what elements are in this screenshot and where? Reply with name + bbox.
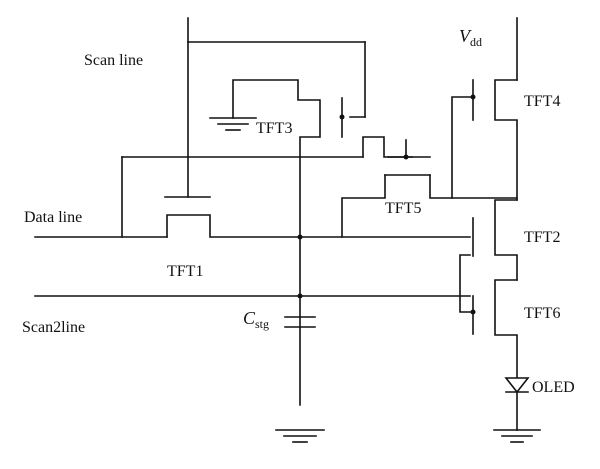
tft5-body [341, 174, 518, 238]
ground-symbol-cstg [275, 429, 325, 443]
tft6-channel [459, 254, 518, 379]
junction-tft6-gate [470, 309, 476, 315]
vdd-label: Vdd [459, 26, 482, 49]
tft1-label: TFT1 [167, 263, 203, 280]
tft5-label: TFT5 [385, 200, 421, 217]
junction-tft3-gate [339, 114, 345, 120]
upper-switch [362, 136, 431, 158]
cstg-label-main: C [243, 308, 256, 328]
data-line-wire [34, 156, 364, 238]
junction-upper-switch [403, 154, 409, 160]
tft6-label: TFT6 [524, 305, 560, 322]
ground-symbol-tft3 [209, 117, 257, 131]
scan-line-wire [187, 17, 366, 198]
tft4-channel [472, 79, 518, 201]
tft4-label: TFT4 [524, 93, 560, 110]
vdd-label-sub: dd [470, 35, 482, 49]
scan2-line-label: Scan2line [22, 319, 85, 336]
oled-label: OLED [532, 379, 575, 396]
tft2-channel [472, 199, 518, 281]
junction-tft4-gate [470, 94, 476, 100]
oled-diode [504, 377, 530, 431]
ground-symbol-oled [493, 429, 541, 443]
scan-line-label: Scan line [84, 52, 143, 69]
tft3-label: TFT3 [256, 120, 292, 137]
vdd-label-main: V [459, 26, 472, 46]
cstg-label-sub: stg [255, 317, 269, 331]
junction-cstg-top [297, 293, 303, 299]
junction-storage-node [297, 234, 303, 240]
capacitor-cstg [284, 316, 316, 328]
cstg-label: Cstg [243, 308, 269, 331]
tft1-channel [166, 214, 471, 238]
data-line-label: Data line [24, 209, 82, 226]
tft2-label: TFT2 [524, 229, 560, 246]
tft4-gate-wire [451, 96, 471, 199]
